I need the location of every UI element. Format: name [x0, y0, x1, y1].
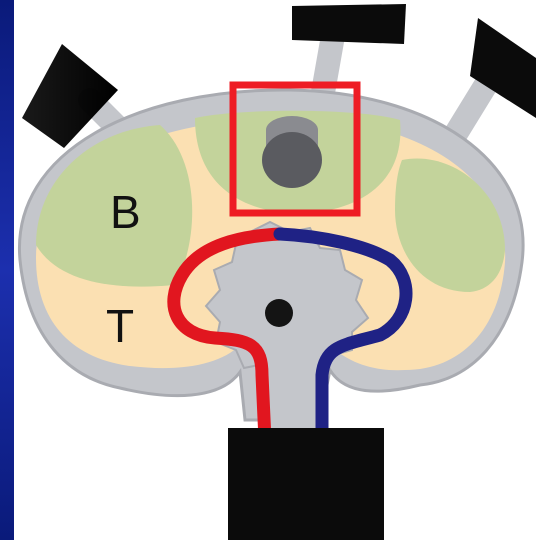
label-b: B — [110, 186, 141, 238]
label-t: T — [106, 300, 134, 352]
black-electrode-probe-bottom — [228, 428, 384, 540]
black-electrode-probe-top — [292, 4, 406, 44]
cylinder-icon — [262, 116, 322, 188]
center-dot — [265, 299, 293, 327]
